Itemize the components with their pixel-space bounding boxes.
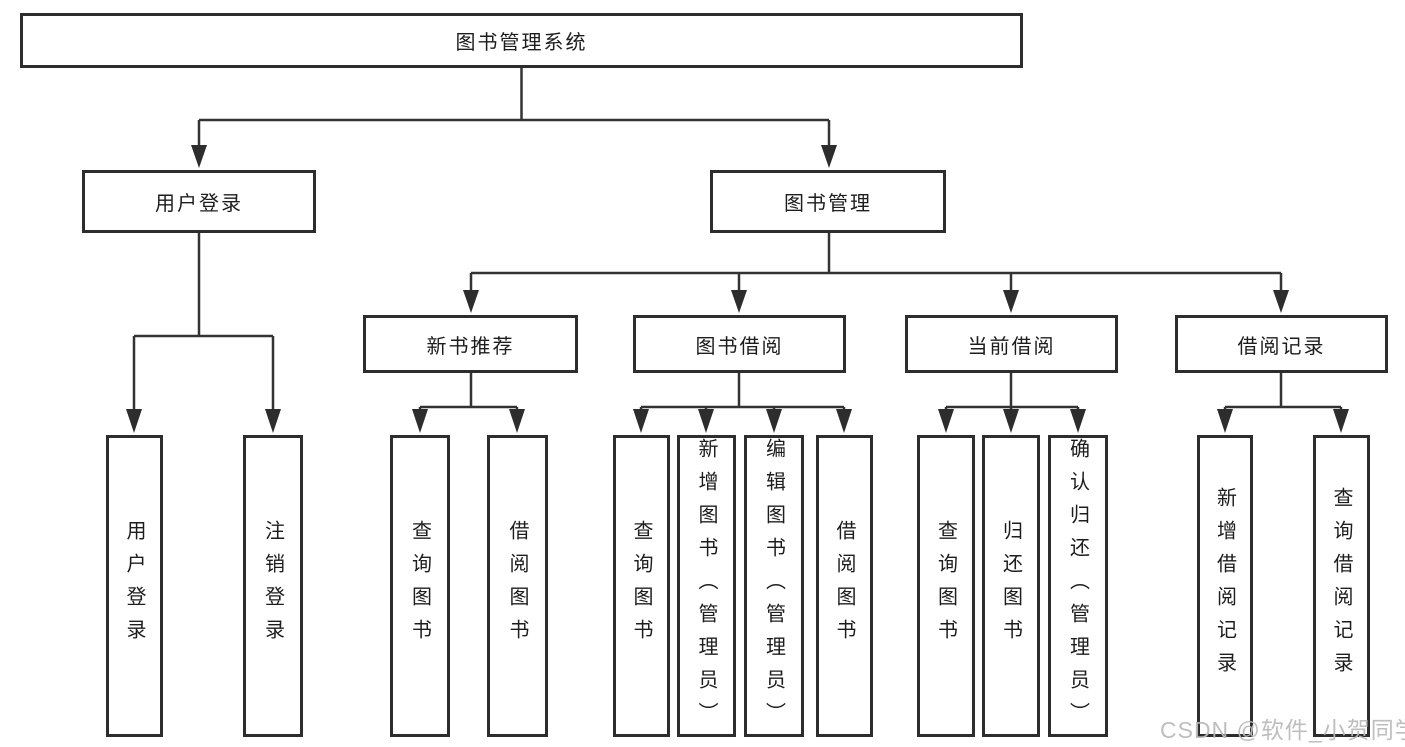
leaf-edit-book-admin: 编辑图书（管理员）	[744, 435, 804, 737]
connector-borrow-records-to-leaves	[1223, 373, 1343, 411]
watermark: CSDN @软件_小贺同学	[1160, 717, 1405, 743]
node-label: 新书推荐	[426, 335, 515, 358]
node-label: 编辑图书（管理员）	[762, 437, 785, 735]
node-label: 图书管理	[784, 193, 872, 215]
node-borrow-records: 借阅记录	[1175, 315, 1388, 373]
node-label: 借阅记录	[1237, 335, 1326, 358]
connector-root-to-level2	[197, 68, 831, 147]
connector-new-book-recommend-to-leaves	[418, 373, 519, 411]
node-label: 注销登录	[261, 520, 284, 652]
node-label: 用户登录	[155, 193, 243, 215]
node-label: 查询图书	[934, 520, 957, 652]
leaf-query-borrow-record: 查询借阅记录	[1313, 435, 1370, 737]
node-label: 图书管理系统	[455, 32, 588, 54]
leaf-borrow-books-recommend: 借阅图书	[487, 435, 548, 737]
node-label: 借阅图书	[833, 520, 855, 652]
leaf-user-login: 用户登录	[106, 435, 163, 737]
leaf-logout: 注销登录	[243, 435, 303, 737]
connector-book-management-to-level3	[469, 233, 1283, 291]
leaf-query-books-current: 查询图书	[917, 435, 975, 737]
leaf-borrow-books: 借阅图书	[816, 435, 873, 737]
connector-current-borrow-to-leaves	[944, 373, 1080, 411]
node-root: 图书管理系统	[20, 13, 1023, 68]
node-label: 查询图书	[408, 520, 431, 652]
node-label: 新增图书（管理员）	[695, 437, 717, 735]
node-label: 当前借阅	[967, 335, 1056, 358]
leaf-query-books-borrow: 查询图书	[613, 435, 670, 737]
node-user-login: 用户登录	[82, 170, 316, 233]
node-label: 查询图书	[630, 520, 652, 652]
leaf-confirm-return-admin: 确认归还（管理员）	[1048, 435, 1108, 737]
node-label: 确认归还（管理员）	[1066, 437, 1089, 735]
node-current-borrow: 当前借阅	[905, 315, 1118, 373]
node-new-book-recommend: 新书推荐	[363, 315, 578, 373]
leaf-add-book-admin: 新增图书（管理员）	[677, 435, 736, 737]
node-label: 借阅图书	[506, 520, 528, 652]
node-book-management: 图书管理	[710, 170, 946, 233]
connector-book-borrow-to-leaves	[639, 373, 846, 411]
leaf-return-book: 归还图书	[982, 435, 1040, 737]
connector-user-login-to-leaves	[132, 233, 275, 410]
node-label: 新增借阅记录	[1213, 487, 1236, 685]
leaf-add-borrow-record: 新增借阅记录	[1197, 435, 1253, 737]
node-label: 图书借阅	[695, 335, 784, 358]
node-label: 归还图书	[999, 520, 1022, 652]
node-book-borrow: 图书借阅	[633, 315, 846, 373]
node-label: 查询借阅记录	[1330, 487, 1352, 685]
arrowheads	[126, 145, 1349, 433]
node-label: 用户登录	[123, 520, 145, 652]
leaf-query-books-recommend: 查询图书	[390, 435, 450, 737]
